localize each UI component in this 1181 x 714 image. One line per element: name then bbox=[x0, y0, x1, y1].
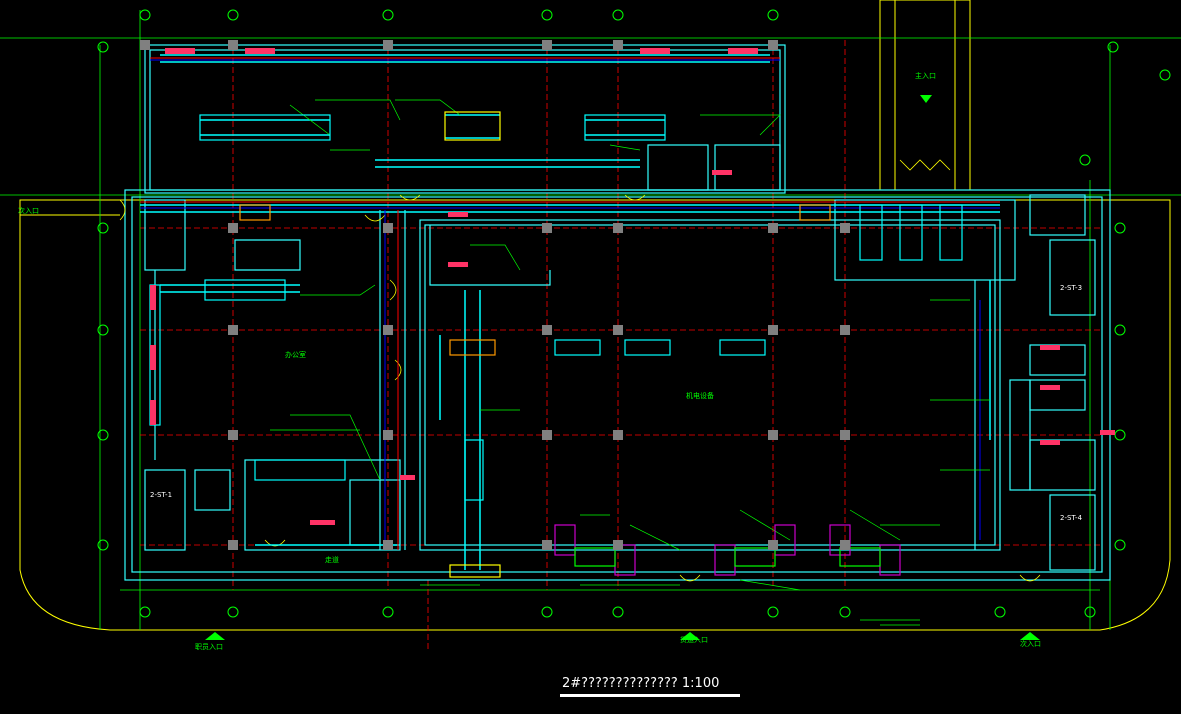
drawing-title: 2#?????????????? 1:100 bbox=[562, 676, 720, 691]
label-entry-main: 主入口 bbox=[915, 71, 936, 80]
label-room-center: 机电设备 bbox=[686, 391, 714, 400]
site-outline bbox=[19, 0, 1171, 631]
label-st-1: 2-ST-1 bbox=[150, 491, 172, 499]
drawing-labels: 次入口 主入口 次入口 职员入口 货运入口 2-ST-1 2-ST-3 2-ST… bbox=[18, 71, 1083, 651]
equipment-tags bbox=[150, 48, 1115, 525]
label-entry-bottom-left: 职员入口 bbox=[195, 643, 223, 651]
label-st-3: 2-ST-3 bbox=[1060, 284, 1082, 292]
label-entry-bottom-mid: 货运入口 bbox=[680, 635, 708, 644]
label-entry-bottom: 次入口 bbox=[1020, 639, 1041, 648]
entry-markers bbox=[205, 95, 1040, 640]
label-st-4: 2-ST-4 bbox=[1060, 514, 1083, 522]
door-swings bbox=[119, 159, 1041, 582]
building-walls bbox=[124, 44, 1111, 581]
pipe-runs bbox=[140, 57, 1000, 550]
duct-runs bbox=[140, 54, 1000, 570]
structural-columns bbox=[140, 40, 850, 550]
grid-bubbles bbox=[97, 9, 1171, 618]
leader-lines bbox=[270, 99, 990, 626]
drawing-title-underline bbox=[560, 694, 740, 697]
label-entry-left: 次入口 bbox=[18, 206, 39, 215]
label-room-left: 办公室 bbox=[285, 350, 306, 359]
label-corridor: 走道 bbox=[325, 555, 339, 564]
